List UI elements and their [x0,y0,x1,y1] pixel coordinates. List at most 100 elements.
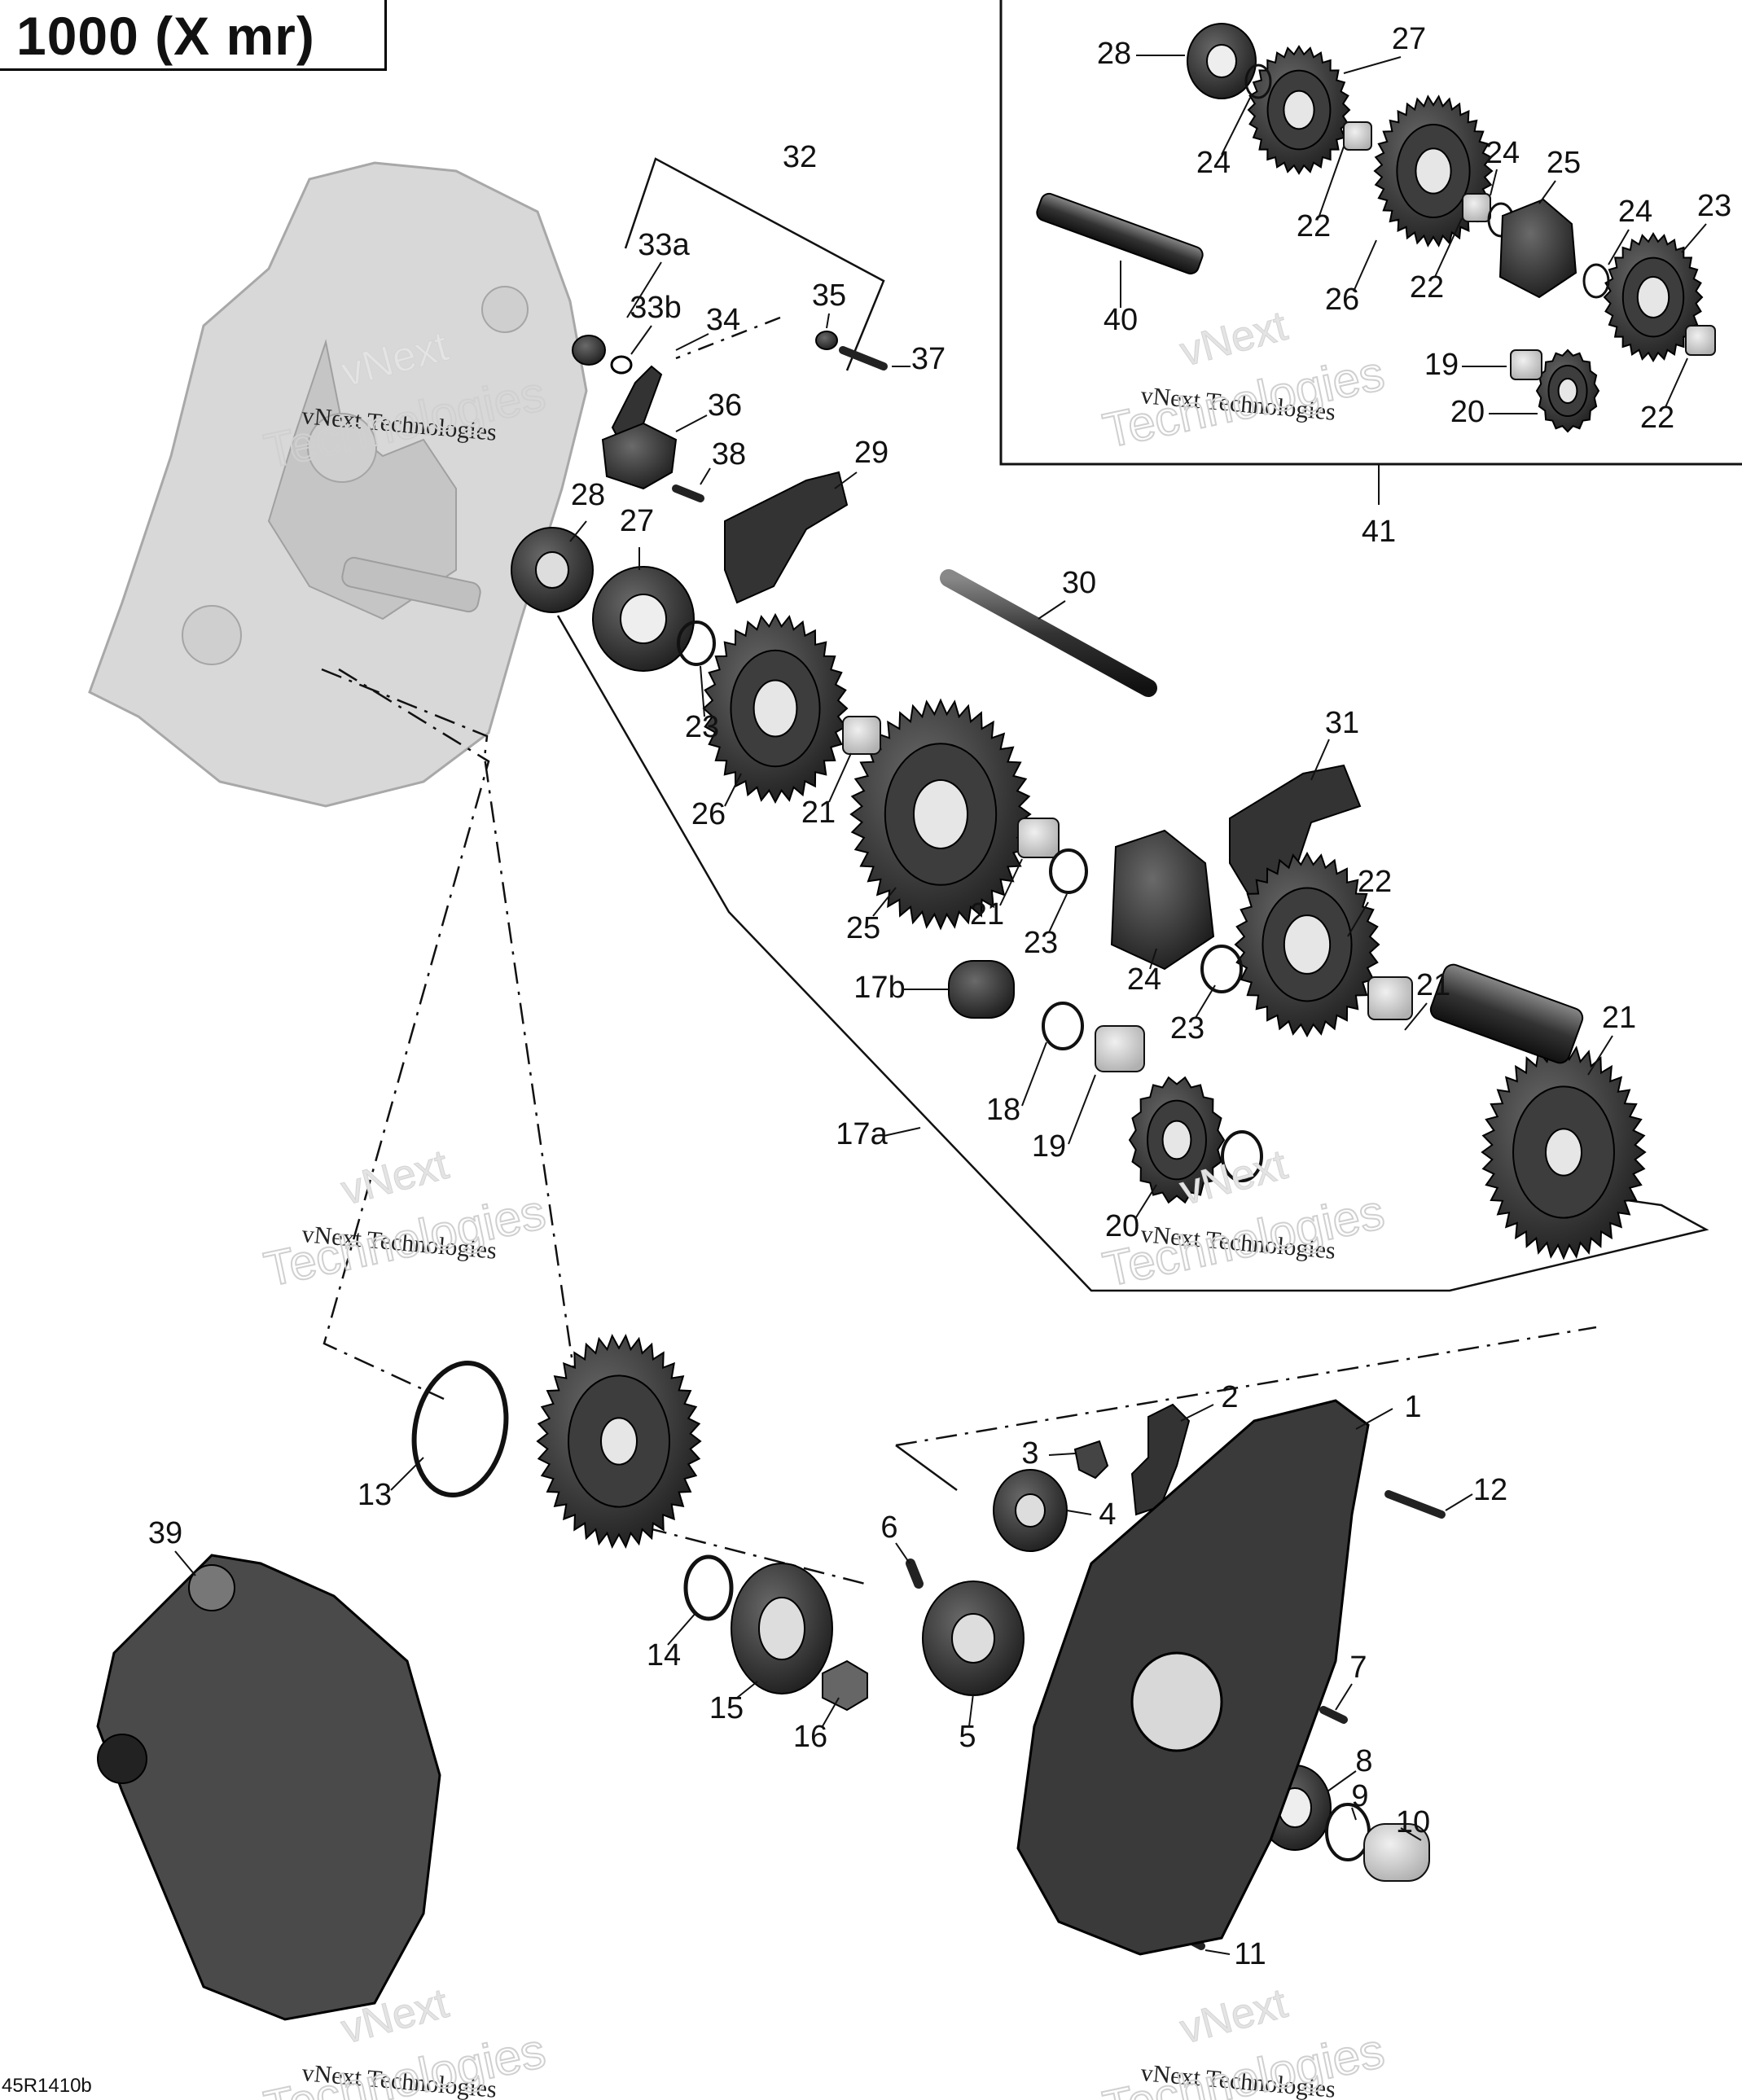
callout-22-leader [1347,901,1369,937]
callout-24-leader [1149,948,1157,970]
part-20-gear [1128,1076,1226,1204]
callout-19-leader [1068,1074,1096,1145]
part-39-bolt [672,484,704,502]
callout-33b-leader [630,325,652,355]
inset-part-25-sleeve [1498,198,1577,299]
inset-callout-19: 19 [1424,348,1459,382]
inset-part-20-gear [1535,349,1600,433]
callout-6: 6 [880,1510,897,1545]
part-24-circlip [677,620,716,666]
callout-39: 39 [148,1516,182,1550]
housing-ghost [88,161,588,808]
callout-5: 5 [959,1720,976,1754]
callout-1: 1 [1404,1390,1421,1424]
inset-28-bore [1206,44,1237,78]
callout-11-leader [1204,1949,1231,1955]
callout-12: 12 [1473,1473,1507,1507]
svg-text:vNext: vNext [1175,1979,1292,2054]
inset-callout-22: 22 [1297,209,1331,243]
inset-callout-24c-leader [1608,229,1630,265]
callout-8: 8 [1355,1744,1372,1778]
callout-11: 11 [1234,1937,1266,1971]
svg-text:vNext: vNext [1175,302,1292,376]
inset-part-22-bearing-b [1462,193,1491,222]
callout-layer: 1234567891011121314151617a17b18192021212… [148,22,1731,1971]
inset-part-26-gear [1373,94,1494,248]
inset-callout-24b-leader [1490,169,1498,196]
diagram-title: 1000 (X mr) [16,6,315,66]
callout-23: 23 [685,710,719,744]
part-30-shift-fork [724,471,849,604]
part-32-shift-fork [1229,764,1362,905]
callout-35: 35 [812,278,846,313]
inset-part-24-circlip-c [1582,263,1610,299]
callout-17b: 17b [853,971,905,1005]
callout-15-leader [736,1681,758,1699]
part-18-circlip-b [1221,1130,1263,1182]
svg-text:Technologies: Technologies [1099,345,1389,458]
inset-part-27-gear [1247,45,1351,175]
callout-21: 21 [970,897,1004,932]
part-26-gear [849,698,1032,931]
inset-callout-24: 24 [1196,146,1231,180]
part-40-gearbox-assembly [96,1554,441,2021]
svg-text:vNext: vNext [336,1141,454,1215]
callout-22: 22 [1358,865,1392,899]
callout-30-leader [1038,600,1066,620]
callout-21-leader [1404,1002,1428,1031]
callout-18-leader [1021,1041,1047,1107]
part-22-needle-bearing-c [1367,976,1413,1020]
callout-23: 23 [1170,1011,1204,1046]
callout-16: 16 [793,1720,827,1754]
inset-callout-24b: 24 [1485,136,1520,170]
part-17-differential-gear [536,1333,702,1550]
part-17b-spacer [948,960,1015,1019]
part-37-shift-drum [601,422,678,490]
callout-33b: 33a [638,228,690,262]
callout-23-leader [1195,984,1216,1019]
callout-23: 23 [1024,926,1058,960]
part-10-bushing [1363,1823,1430,1882]
part-4-bearing-bore [1015,1493,1046,1528]
callout-3: 3 [1021,1436,1038,1471]
callout-23-leader [1048,893,1068,933]
inset-callout-25: 25 [1547,146,1581,180]
inset-part-19-bearing [1510,349,1542,380]
callout-2-leader [1180,1404,1214,1422]
callout-34-leader [675,333,709,351]
callout-14: 14 [647,1638,681,1673]
part-15-bearing-bore [758,1597,805,1660]
callout-13-leader [390,1457,424,1491]
inset-callout-22c: 22 [1640,401,1674,435]
callout-38-leader [700,467,711,485]
callout-29: 29 [854,436,889,470]
callout-3-leader [1048,1453,1076,1456]
inset-callout-22-leader [1319,146,1345,217]
part-38-bolt [839,346,888,370]
inset-callout-24-leader [1221,97,1251,156]
inset-part-22-bearing [1343,121,1372,151]
part-21-shaft [1429,963,1584,1064]
callout-17a: 17a [836,1117,888,1151]
callout-25: 25 [846,911,880,945]
callout-24: 24 [1127,962,1161,997]
part-16-nut [822,1659,868,1712]
callout-31: 31 [1325,706,1359,740]
inset-callout-24c: 24 [1618,195,1652,229]
part-27-gear [702,612,849,804]
callout-29-leader [834,471,858,489]
callout-28-leader [569,520,587,542]
gear-layer [536,45,1704,1550]
callout-21: 21 [1416,968,1450,1002]
part-22-needle-bearing [842,716,881,755]
figure-code: 45R1410b [2,2075,92,2097]
inset-part-41-shaft [1036,192,1204,275]
part-25-sleeve [1110,829,1215,971]
callout-20: 20 [1105,1209,1139,1243]
assembly-40-boss [188,1564,235,1611]
part-31-fork-rod [940,569,1157,697]
callout-39-leader [174,1550,196,1576]
